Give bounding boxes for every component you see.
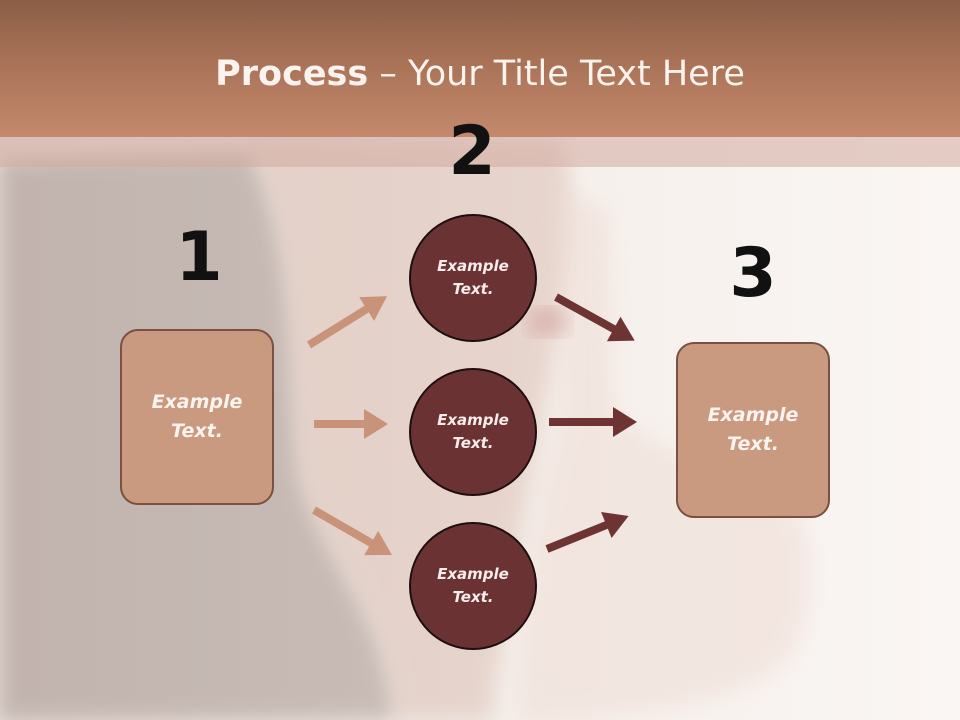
arrow-right-icon xyxy=(554,293,635,342)
circle-top-text: Example Text. xyxy=(437,257,509,298)
title-bold: Process xyxy=(215,54,369,94)
right-box: Example Text. xyxy=(676,342,830,518)
header-bar xyxy=(0,0,960,137)
right-box-text: Example Text. xyxy=(707,404,799,455)
arrow-right-icon xyxy=(312,506,392,556)
slide-title: Process – Your Title Text Here xyxy=(0,52,960,96)
arrow-right-icon xyxy=(549,407,637,437)
step-number-2: 2 xyxy=(448,112,496,191)
arrow-right-icon xyxy=(306,296,388,349)
circle-bottom: Example Text. xyxy=(409,522,537,650)
left-box: Example Text. xyxy=(120,329,274,505)
arrow-right-icon xyxy=(545,512,629,553)
circle-top: Example Text. xyxy=(409,214,537,342)
circle-bottom-text: Example Text. xyxy=(437,565,509,606)
circle-middle-text: Example Text. xyxy=(437,411,509,452)
left-box-text: Example Text. xyxy=(151,391,243,442)
lips-shape xyxy=(526,308,570,336)
title-rest: – Your Title Text Here xyxy=(368,54,745,94)
circle-middle: Example Text. xyxy=(409,368,537,496)
step-number-1: 1 xyxy=(175,218,223,297)
arrow-right-icon xyxy=(314,409,388,439)
step-number-3: 3 xyxy=(729,234,777,313)
header-strip xyxy=(0,137,960,167)
hand-shape xyxy=(520,199,812,720)
